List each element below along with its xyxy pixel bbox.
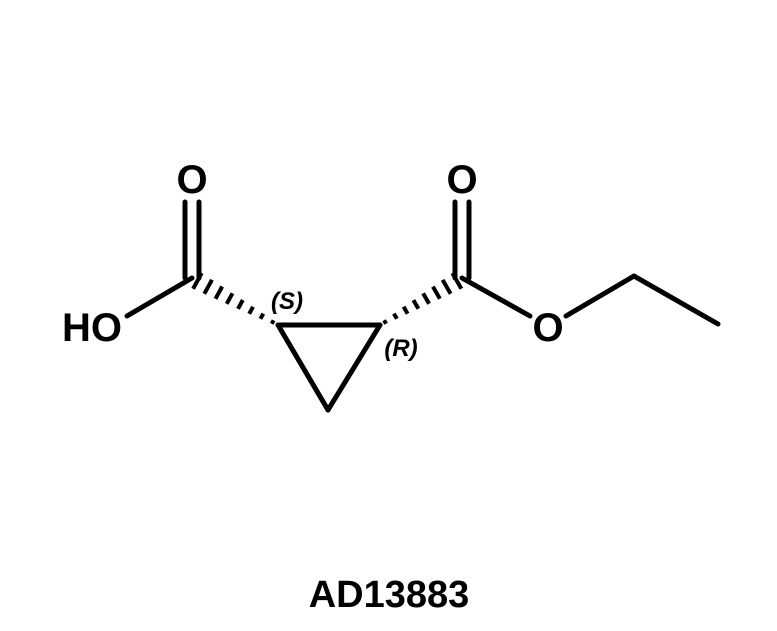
hash-stroke	[401, 305, 410, 315]
hash-stroke	[258, 312, 266, 320]
hash-stroke	[213, 285, 224, 300]
hash-stroke	[411, 299, 421, 310]
atom-label-carbonyl-oxygen-left: O	[176, 158, 207, 202]
cyclopropane-ring	[275, 322, 383, 413]
ring-bond-right	[325, 322, 383, 413]
hash-stroke	[224, 292, 235, 305]
hashed-wedge-bond-right	[382, 272, 464, 325]
o-ch2-bond	[563, 273, 637, 319]
c-o-ester-bond	[459, 275, 533, 319]
hash-stroke	[247, 305, 255, 315]
carboxylic-acid-group	[124, 199, 202, 319]
ch2-ch3-bond	[631, 273, 721, 327]
hash-stroke	[382, 319, 388, 325]
hashed-wedge-bond-left	[191, 272, 276, 325]
stereo-label-r: (R)	[384, 335, 417, 362]
atom-label-carbonyl-oxygen-right: O	[446, 158, 477, 202]
hash-stroke	[440, 278, 453, 295]
hash-stroke	[269, 319, 276, 325]
atom-label-ester-oxygen: O	[532, 306, 563, 350]
ring-bond-left	[275, 322, 331, 413]
hash-stroke	[202, 278, 214, 295]
hash-stroke	[392, 312, 399, 320]
stereo-label-s: (S)	[271, 288, 303, 315]
hash-stroke	[421, 292, 431, 305]
ester-group	[452, 199, 721, 327]
hash-stroke	[236, 299, 245, 310]
c-oh-bond	[124, 275, 195, 319]
hash-stroke	[431, 285, 442, 300]
compound-id-caption: AD13883	[309, 574, 470, 616]
atom-label-hydroxyl: HO	[62, 306, 122, 350]
